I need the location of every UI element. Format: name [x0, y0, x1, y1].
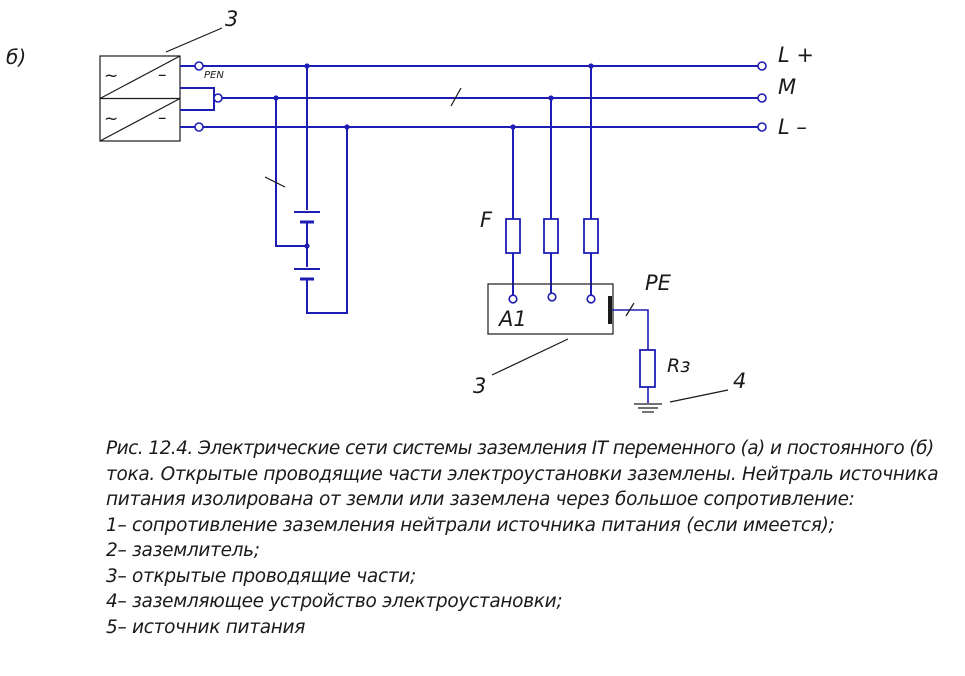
terminal-mid-left [213, 93, 223, 103]
fuse-2 [543, 218, 559, 254]
ac-symbol-upper: ~ [104, 66, 118, 86]
parts-callout-label: 3 [473, 374, 486, 398]
pe-label: PE [645, 271, 672, 295]
caption-line-7: 4– заземляющее устройство электроустанов… [106, 591, 563, 612]
device-a1: A1 [487, 283, 614, 335]
power-source: ~ – ~ – [99, 55, 181, 142]
caption-line-1: Рис. 12.4. Электрические сети системы за… [106, 438, 934, 459]
bus-plus-label: L + [778, 43, 814, 67]
earth-callout-label: 4 [733, 369, 746, 393]
fuse-1 [505, 218, 521, 254]
battery-branch [264, 63, 350, 314]
terminal-minus-left [194, 122, 204, 132]
consumer-branch: F [480, 63, 599, 296]
terminal-plus-left [194, 61, 204, 71]
pen-label: PEN [204, 70, 224, 81]
device-terminal-1 [508, 294, 518, 304]
bus-minus-label: L – [778, 115, 807, 139]
earthing-resistor [639, 349, 656, 388]
caption-line-4: 1– сопротивление заземления нейтрали ист… [106, 514, 835, 536]
junction-battery-midpoint [304, 243, 310, 249]
lead-mid-lower [180, 98, 215, 111]
lead-mid-upper [180, 87, 215, 98]
figure-caption: Рис. 12.4. Электрические сети системы за… [106, 436, 958, 640]
device-frame [487, 283, 614, 335]
source-callout-line [165, 27, 223, 53]
caption-line-2: тока. Открытые проводящие части электроу… [106, 463, 939, 485]
pe-break-mark [625, 302, 635, 317]
source-diagonal-upper [99, 55, 181, 100]
terminal-minus-right [757, 122, 767, 132]
midpoint-break-mark [264, 176, 286, 188]
terminal-plus-right [757, 61, 767, 71]
parts-callout-line [491, 338, 569, 376]
caption-line-3: питания изолирована от земли или заземле… [106, 489, 855, 510]
pe-earthing: PE Rз 4 [612, 271, 746, 413]
ac-symbol-lower: ~ [104, 109, 118, 129]
source-callout-label: 3 [225, 7, 238, 31]
source-diagonal-lower [99, 97, 181, 142]
bus-break-mark [450, 87, 462, 107]
earth-callout-line [669, 389, 729, 403]
panel-label: б) [6, 45, 26, 69]
fuse-label: F [480, 208, 493, 232]
device-terminal-2 [547, 292, 557, 302]
caption-line-5: 2– заземлитель; [106, 540, 260, 561]
caption-line-6: 3– открытые проводящие части; [106, 565, 416, 587]
battery-minus-wire [306, 127, 348, 314]
device-label: A1 [497, 307, 527, 331]
fuse-3 [583, 218, 599, 254]
resistor-label: Rз [667, 355, 690, 377]
caption-line-8: 5– источник питания [106, 616, 306, 638]
pe-wire [612, 309, 649, 350]
terminal-mid-right [757, 93, 767, 103]
device-terminal-3 [586, 294, 596, 304]
dc-symbol-upper: – [158, 65, 167, 85]
bus-mid-label: M [778, 75, 796, 99]
battery-midpoint-wire [275, 98, 307, 247]
dc-symbol-lower: – [158, 108, 167, 128]
